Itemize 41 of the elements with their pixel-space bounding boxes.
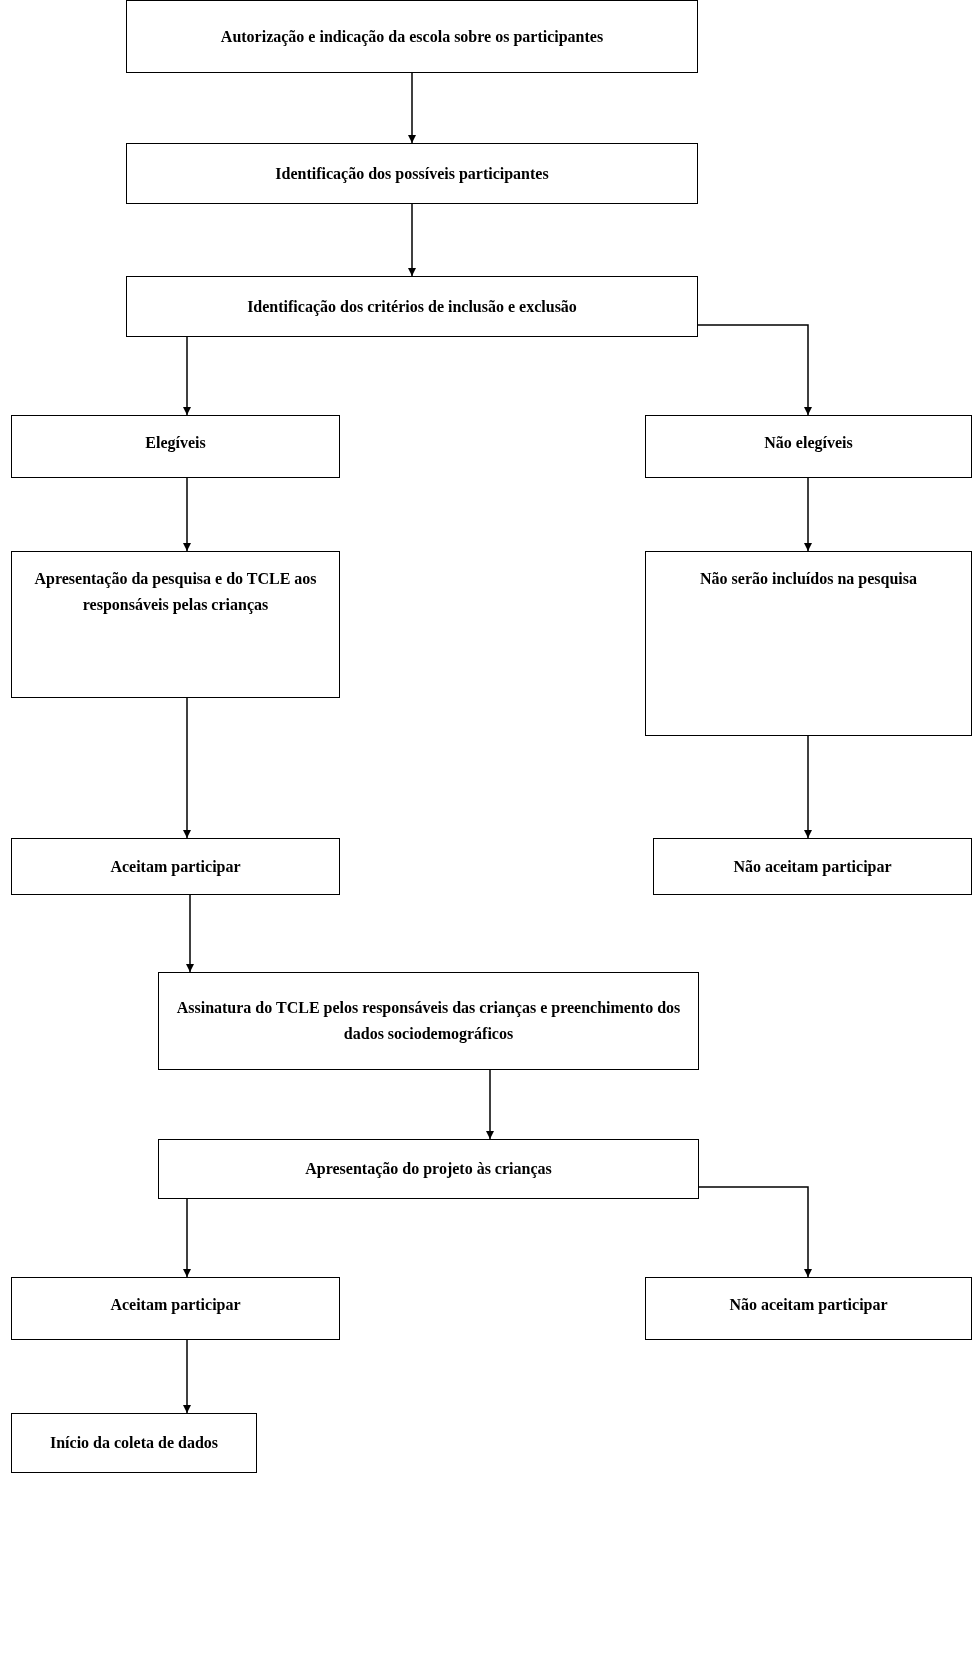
process-box <box>11 1277 340 1340</box>
arrow <box>183 1339 191 1414</box>
process-box <box>11 1413 257 1473</box>
box-text: Não aceitam participar <box>733 856 892 878</box>
process-box <box>158 972 699 1070</box>
arrow <box>486 1069 494 1140</box>
arrow <box>408 72 416 144</box>
arrow <box>183 477 191 552</box>
box-text: Apresentação da pesquisa e do TCLE aos responsáveis pelas crianças <box>33 569 318 616</box>
process-box <box>158 1139 699 1199</box>
arrow <box>804 477 812 552</box>
process-box <box>126 0 698 73</box>
box-text: Identificação dos critérios de inclusão e exclusão <box>247 296 577 318</box>
box-text: Identificação dos possíveis participantes <box>275 163 549 185</box>
arrow <box>804 735 812 839</box>
process-box <box>126 276 698 337</box>
arrow <box>408 203 416 277</box>
box-text: Não serão incluídos na pesquisa <box>700 569 917 590</box>
box-text: Elegíveis <box>145 433 206 454</box>
arrow <box>183 697 191 839</box>
box-text: Início da coleta de dados <box>50 1433 218 1454</box>
box-text: Assinatura do TCLE pelos responsáveis das crianças e preenchimento dos dados sociodemográficos <box>175 998 682 1045</box>
process-box <box>126 143 698 204</box>
process-box <box>11 838 340 895</box>
process-box <box>645 551 972 736</box>
arrow <box>183 336 191 416</box>
box-text: Autorização e indicação da escola sobre os participantes <box>220 26 604 48</box>
arrow <box>698 1186 812 1278</box>
process-box <box>653 838 972 895</box>
box-text: Aceitam participar <box>110 1295 241 1316</box>
arrow <box>697 324 812 416</box>
box-text: Não aceitam participar <box>729 1295 888 1316</box>
box-text: Aceitam participar <box>110 856 241 878</box>
box-text: Não elegíveis <box>764 433 853 454</box>
arrow <box>186 894 194 973</box>
process-box <box>11 551 340 698</box>
process-box <box>645 1277 972 1340</box>
arrow <box>183 1198 191 1278</box>
process-box <box>645 415 972 478</box>
box-text: Apresentação do projeto às crianças <box>305 1159 552 1180</box>
process-box <box>11 415 340 478</box>
